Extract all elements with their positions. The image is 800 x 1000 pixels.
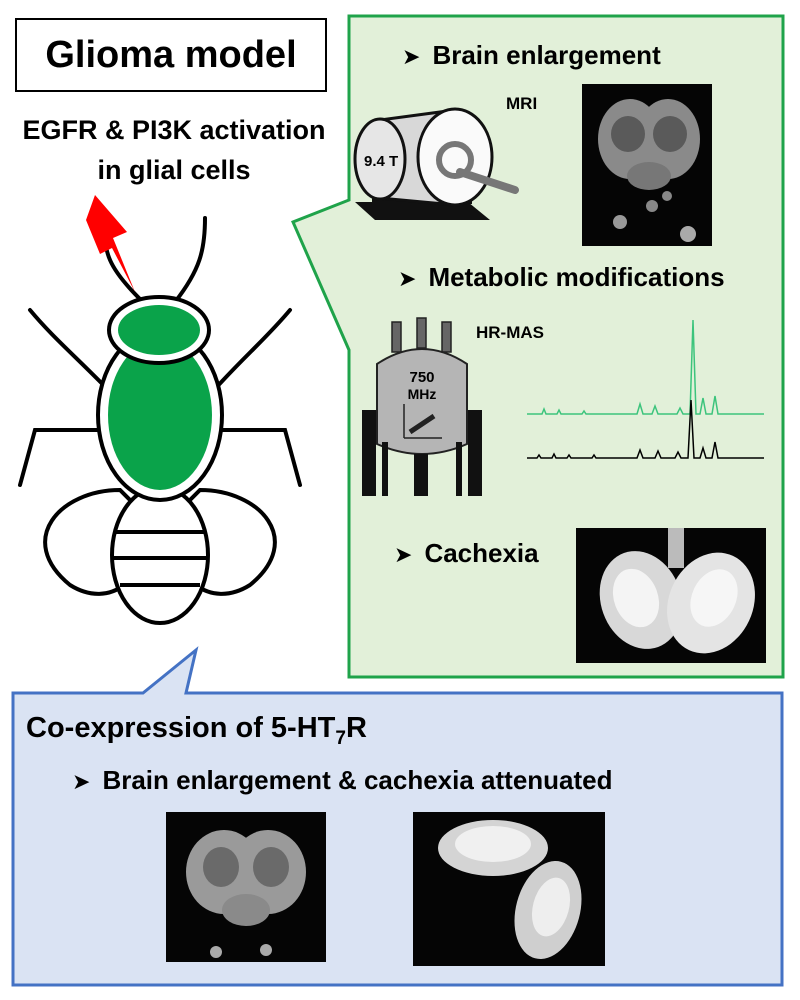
bullet-cachexia: ➤Cachexia (394, 538, 539, 568)
mri-magnet-icon: 9.4 T (353, 107, 519, 220)
blue-callout-panel (11, 646, 784, 987)
lightning-bolt-icon (86, 195, 135, 292)
mri-brain-image (582, 84, 712, 246)
bottom-heading: Co-expression of 5-HT7R (26, 712, 367, 749)
bullet-brain-enlargement: ➤Brain enlargement (402, 40, 661, 70)
spectrometer-label-line1: 750 (409, 369, 434, 386)
right-antenna (173, 216, 207, 304)
title-text: Glioma model (45, 33, 297, 76)
arrowhead-icon: ➤ (402, 44, 421, 69)
arrowhead-icon: ➤ (398, 266, 417, 291)
arrowhead-icon: ➤ (72, 769, 91, 794)
nmr-spectra (527, 320, 764, 459)
magnet-field-label: 9.4 T (364, 153, 398, 170)
mri-brain-image-coexpression (166, 812, 326, 962)
nmr-spectrometer-icon: 750 MHz (362, 317, 482, 496)
cachexia-fly-photo (576, 528, 766, 663)
model-description-line2: in glial cells (97, 155, 251, 185)
spectrum-glioma-green (527, 320, 764, 415)
model-description: EGFR & PI3K activation in glial cells (0, 110, 348, 190)
leg-mid-right (210, 428, 302, 487)
title-box: Glioma model (15, 18, 327, 92)
thorax-glial-area (108, 340, 212, 490)
spectrum-control-black (527, 399, 764, 459)
mri-label: MRI (506, 94, 538, 113)
head-glial-area (118, 305, 200, 355)
abdomen-stripes (112, 530, 208, 587)
model-description-line1: EGFR & PI3K activation (22, 115, 326, 145)
bullet-metabolic-modifications: ➤Metabolic modifications (398, 262, 725, 292)
fly-abdomen (110, 485, 210, 625)
bullet-attenuated: ➤Brain enlargement & cachexia attenuated (72, 765, 613, 795)
arrowhead-icon: ➤ (394, 542, 413, 567)
fly-illustration (18, 195, 302, 625)
hrmas-label: HR-MAS (476, 323, 544, 342)
leg-mid-left (18, 428, 112, 487)
cachexia-fly-photo-coexpression (413, 812, 605, 966)
spectrometer-label-line2: MHz (408, 386, 437, 402)
